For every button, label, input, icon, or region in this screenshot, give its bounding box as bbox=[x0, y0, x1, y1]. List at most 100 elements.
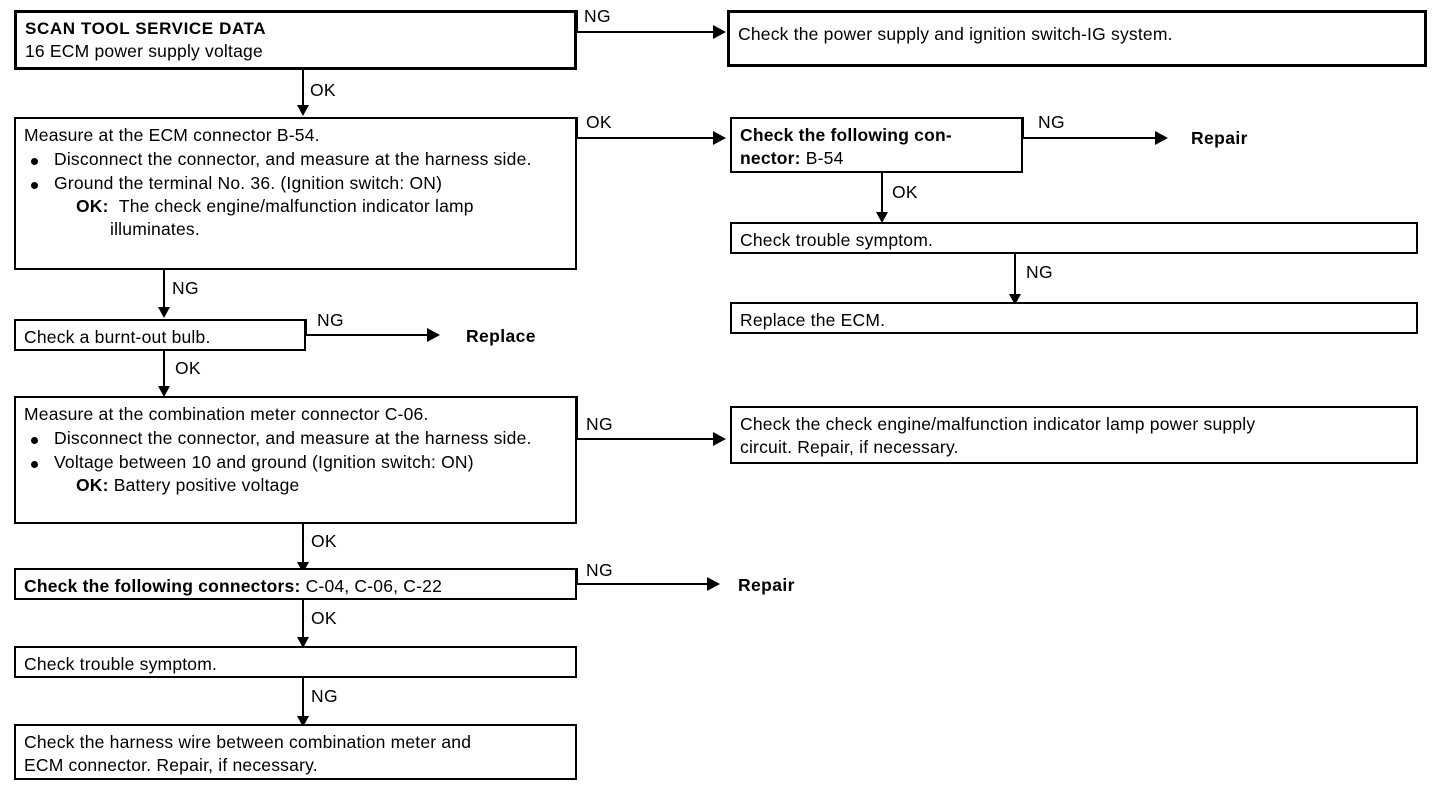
connector-b54-ok-vertical bbox=[881, 173, 883, 215]
arrow-measure-ecm-ok bbox=[713, 131, 726, 145]
list-item: Disconnect the connector, and measure at… bbox=[24, 148, 567, 171]
box-check-harness-wire: Check the harness wire between combinati… bbox=[14, 724, 577, 780]
arrow-b54-ok bbox=[876, 212, 888, 223]
check-connector-b54-prefix: Check the following con- bbox=[740, 125, 952, 145]
label-ng-start: NG bbox=[584, 6, 611, 26]
arrow-connectors-ng-repair bbox=[707, 577, 720, 591]
connector-connectors-ok-vertical bbox=[302, 600, 304, 640]
arrow-connectors-ok bbox=[297, 637, 309, 648]
connector-trouble-left-ng-vertical bbox=[302, 678, 304, 720]
measure-ecm-bullets: Disconnect the connector, and measure at… bbox=[24, 148, 567, 241]
arrow-b54-ng-repair bbox=[1155, 131, 1168, 145]
measure-ecm-header: Measure at the ECM connector B-54. bbox=[24, 125, 320, 145]
check-connector-b54-value: B-54 bbox=[805, 148, 844, 169]
arrow-measure-ecm-ng bbox=[158, 307, 170, 318]
label-ng-measure-ecm: NG bbox=[172, 278, 199, 298]
bullet-dot-icon bbox=[31, 157, 38, 165]
check-trouble-symptom-left-text: Check trouble symptom. bbox=[24, 654, 218, 674]
connector-b54-ng-vertical bbox=[1022, 117, 1024, 139]
label-ng-connectors: NG bbox=[586, 560, 613, 580]
label-ok-bulb: OK bbox=[175, 358, 201, 378]
connector-start-ng-horizontal bbox=[576, 31, 716, 33]
box-check-lamp-power-circuit: Check the check engine/malfunction indic… bbox=[730, 406, 1418, 464]
list-item: Disconnect the connector, and measure at… bbox=[24, 427, 567, 450]
label-ok-start: OK bbox=[310, 80, 336, 100]
list-item: Ground the terminal No. 36. (Ignition sw… bbox=[24, 172, 567, 241]
measure-ecm-bullet2: Ground the terminal No. 36. (Ignition sw… bbox=[54, 173, 443, 194]
label-ok-measure-ecm: OK bbox=[586, 112, 612, 132]
bullet-dot-icon bbox=[31, 460, 38, 468]
connector-connectors-ng-horizontal bbox=[576, 583, 709, 585]
connector-bulb-ng-horizontal bbox=[305, 334, 429, 336]
connector-measure-ecm-ok-vertical bbox=[576, 117, 578, 139]
box-check-burnt-out-bulb: Check a burnt-out bulb. bbox=[14, 319, 306, 351]
label-ng-trouble-left: NG bbox=[311, 686, 338, 706]
check-connectors-value: C-04, C-06, C-22 bbox=[305, 576, 443, 596]
connector-start-ok-vertical bbox=[302, 70, 304, 108]
measure-meter-ok-line: OK: Battery positive voltage bbox=[54, 474, 567, 497]
check-lamp-circuit-line1: Check the check engine/malfunction indic… bbox=[740, 414, 1256, 434]
connector-bulb-ok-vertical bbox=[163, 351, 165, 391]
box-replace-ecm: Replace the ECM. bbox=[730, 302, 1418, 334]
bullet-dot-icon bbox=[31, 181, 38, 189]
label-ng-bulb: NG bbox=[317, 310, 344, 330]
scan-tool-title: SCAN TOOL SERVICE DATA bbox=[25, 19, 267, 38]
arrow-start-ok bbox=[297, 105, 309, 116]
connector-meter-ok-vertical bbox=[302, 524, 304, 566]
connector-bulb-ng-vertical bbox=[305, 319, 307, 336]
label-ok-connectors: OK bbox=[311, 608, 337, 628]
terminal-replace: Replace bbox=[466, 326, 536, 346]
box-check-trouble-symptom-left: Check trouble symptom. bbox=[14, 646, 577, 678]
label-ng-meter: NG bbox=[586, 414, 613, 434]
bullet-dot-icon bbox=[31, 436, 38, 444]
check-lamp-circuit-line2: circuit. Repair, if necessary. bbox=[740, 437, 959, 458]
measure-ecm-ok-line: OK: The check engine/malfunction indicat… bbox=[54, 195, 567, 218]
connector-meter-ng-vertical bbox=[576, 396, 578, 440]
check-bulb-text: Check a burnt-out bulb. bbox=[24, 327, 211, 347]
box-check-connector-b54: Check the following con- nector: B-54 bbox=[730, 117, 1023, 173]
check-connector-b54-prefix2: nector: bbox=[740, 148, 801, 169]
label-ok-meter: OK bbox=[311, 531, 337, 551]
connector-measure-ecm-ok-horizontal bbox=[576, 137, 716, 139]
arrow-meter-ng bbox=[713, 432, 726, 446]
measure-meter-header: Measure at the combination meter connect… bbox=[24, 404, 429, 424]
connector-b54-ng-horizontal bbox=[1022, 137, 1157, 139]
measure-meter-ok-text: Battery positive voltage bbox=[113, 475, 300, 496]
measure-ecm-bullet1: Disconnect the connector, and measure at… bbox=[54, 149, 532, 170]
check-power-supply-text: Check the power supply and ignition swit… bbox=[738, 24, 1173, 44]
arrow-trouble-right-ng bbox=[1009, 294, 1021, 305]
connector-start-ng-vertical bbox=[576, 10, 578, 32]
box-measure-ecm-connector: Measure at the ECM connector B-54. Disco… bbox=[14, 117, 577, 270]
box-scan-tool-service-data: SCAN TOOL SERVICE DATA 16 ECM power supp… bbox=[14, 10, 577, 70]
box-check-trouble-symptom-right: Check trouble symptom. bbox=[730, 222, 1418, 254]
arrow-bulb-ng-replace bbox=[427, 328, 440, 342]
measure-ecm-ok-text2: illuminates. bbox=[110, 219, 200, 240]
check-harness-line1: Check the harness wire between combinati… bbox=[24, 732, 472, 752]
measure-meter-bullet2: Voltage between 10 and ground (Ignition … bbox=[54, 452, 474, 473]
arrow-meter-ok bbox=[297, 562, 309, 573]
connector-connectors-ng-vertical bbox=[576, 568, 578, 585]
measure-ecm-ok-text: The check engine/malfunction indicator l… bbox=[118, 196, 474, 217]
connector-trouble-right-ng-vertical bbox=[1014, 254, 1016, 298]
arrow-bulb-ok bbox=[158, 386, 170, 397]
label-ng-b54: NG bbox=[1038, 112, 1065, 132]
arrow-trouble-left-ng bbox=[297, 716, 309, 727]
box-check-power-supply: Check the power supply and ignition swit… bbox=[727, 10, 1427, 67]
label-ng-trouble-right: NG bbox=[1026, 262, 1053, 282]
terminal-repair-top: Repair bbox=[1191, 128, 1248, 148]
scan-tool-subtitle: 16 ECM power supply voltage bbox=[25, 41, 263, 62]
arrow-start-ng bbox=[713, 25, 726, 39]
list-item: Voltage between 10 and ground (Ignition … bbox=[24, 451, 567, 497]
check-harness-line2: ECM connector. Repair, if necessary. bbox=[24, 755, 318, 776]
measure-ecm-ok-label: OK: bbox=[76, 196, 109, 217]
measure-meter-ok-label: OK: bbox=[76, 475, 109, 496]
box-check-following-connectors: Check the following connectors: C-04, C-… bbox=[14, 568, 577, 600]
terminal-repair-bottom: Repair bbox=[738, 575, 795, 595]
connector-meter-ng-horizontal bbox=[576, 438, 716, 440]
connector-measure-ecm-ng-vertical bbox=[163, 270, 165, 310]
check-connectors-prefix: Check the following connectors: bbox=[24, 576, 301, 596]
measure-meter-bullets: Disconnect the connector, and measure at… bbox=[24, 427, 567, 497]
box-measure-combination-meter: Measure at the combination meter connect… bbox=[14, 396, 577, 524]
measure-meter-bullet1: Disconnect the connector, and measure at… bbox=[54, 428, 532, 449]
